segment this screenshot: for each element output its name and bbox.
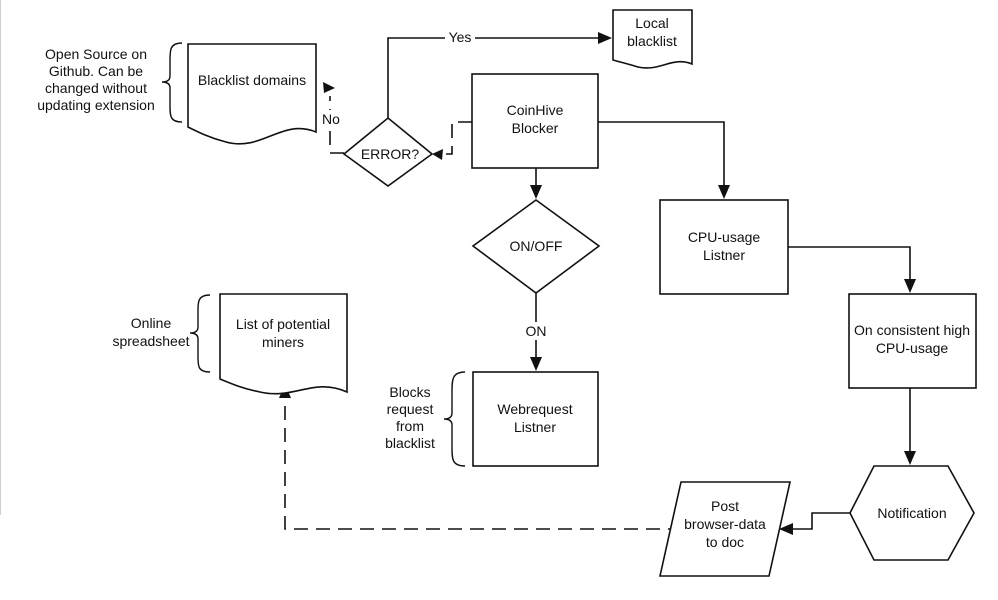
text-line: CPU-usage — [688, 229, 761, 245]
text-line: Online — [131, 315, 172, 331]
node-error-decision-label: ERROR? — [361, 146, 420, 162]
edge-post-to-list-miners — [284, 398, 682, 530]
text-line: miners — [262, 334, 304, 350]
text-line: Blacklist domains — [198, 72, 306, 88]
arrowhead-icon — [779, 523, 793, 535]
edges — [279, 32, 916, 535]
text-line: changed without — [45, 80, 147, 96]
node-error-decision: ERROR? — [342, 116, 434, 187]
arrowhead-icon — [530, 185, 542, 199]
edge-label-on-bg — [522, 322, 552, 340]
brace-icon — [189, 294, 211, 373]
node-post-browser-data-label: Post browser-data to doc — [684, 498, 766, 550]
brace-icon — [443, 371, 466, 467]
text-line: ERROR? — [361, 146, 420, 162]
node-post-browser-data: Post browser-data to doc — [659, 481, 791, 577]
text-line: Post — [711, 498, 739, 514]
text-line: Local — [635, 15, 668, 31]
arrowhead-icon — [904, 279, 916, 293]
text-line: Listner — [514, 419, 556, 435]
edge-notification-to-post — [792, 512, 850, 530]
arrowhead-icon — [718, 185, 730, 199]
text-line: to doc — [706, 534, 744, 550]
node-blacklist-domains: Blacklist domains — [187, 43, 317, 145]
edge-blocker-to-error — [444, 121, 472, 155]
edge-label-yes-bg — [445, 29, 475, 45]
text-line: spreadsheet — [112, 333, 189, 349]
text-line: Listner — [703, 247, 745, 263]
arrowhead-icon — [904, 451, 916, 465]
text-line: request — [387, 401, 434, 417]
text-line: from — [396, 418, 424, 434]
node-notification-label: Notification — [877, 505, 946, 521]
edge-label-yes: Yes — [449, 29, 472, 45]
node-list-potential-miners-label: List of potential miners — [236, 316, 330, 350]
text-line: Github. Can be — [49, 63, 143, 79]
node-blacklist-domains-label: Blacklist domains — [198, 72, 306, 88]
text-line: Blocks — [389, 384, 430, 400]
text-line: browser-data — [684, 516, 766, 532]
text-line: Blocker — [512, 120, 559, 136]
node-local-blacklist-label: Local blacklist — [627, 15, 677, 49]
arrowhead-icon — [323, 82, 335, 93]
text-line: updating extension — [37, 97, 155, 113]
annotation-online-spreadsheet: Online spreadsheet — [112, 294, 211, 373]
arrowhead-icon — [598, 32, 612, 44]
text-line: List of potential — [236, 316, 330, 332]
text-line: ON/OFF — [510, 238, 563, 254]
node-local-blacklist: Local blacklist — [612, 9, 693, 69]
node-notification: Notification — [849, 465, 975, 561]
arrowhead-icon — [530, 357, 542, 371]
brace-icon — [161, 42, 183, 123]
text-line: blacklist — [385, 435, 435, 451]
annotation-online-spreadsheet-text: Online spreadsheet — [112, 315, 189, 349]
node-on-off-decision: ON/OFF — [471, 199, 601, 294]
page-left-border — [0, 0, 1, 515]
text-line: blacklist — [627, 33, 677, 49]
node-list-potential-miners: List of potential miners — [219, 293, 348, 395]
text-line: CPU-usage — [876, 340, 949, 356]
edge-label-on: ON — [526, 323, 547, 339]
arrowhead-icon — [432, 149, 443, 160]
text-line: On consistent high — [854, 322, 970, 338]
edge-cpu-listner-to-high-cpu — [788, 246, 911, 280]
text-line: Open Source on — [45, 46, 147, 62]
edge-blocker-to-cpu-listner — [598, 121, 725, 186]
edge-label-no-bg — [318, 110, 344, 128]
edge-label-no: No — [322, 111, 340, 127]
text-line: Notification — [877, 505, 946, 521]
node-on-off-decision-label: ON/OFF — [510, 238, 563, 254]
text-line: Webrequest — [497, 401, 572, 417]
edge-error-yes-to-local-blacklist — [387, 37, 600, 118]
text-line: CoinHive — [507, 102, 564, 118]
